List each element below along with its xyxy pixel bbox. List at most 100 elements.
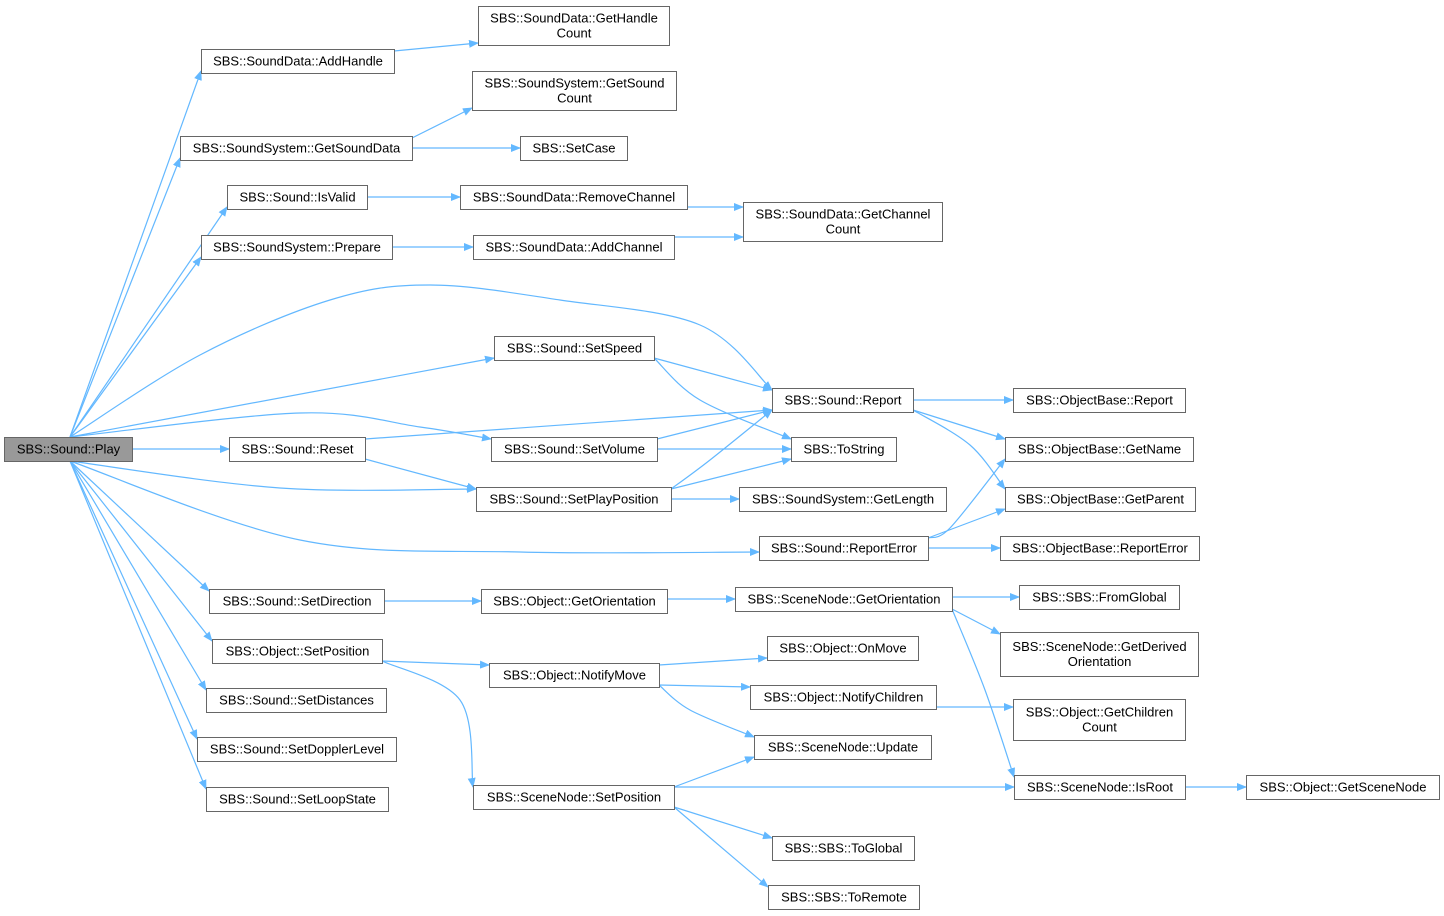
node-obj-set-position[interactable]: SBS::Object::SetPosition bbox=[212, 639, 383, 664]
node-get-name[interactable]: SBS::ObjectBase::GetName bbox=[1005, 437, 1194, 462]
node-ob-report[interactable]: SBS::ObjectBase::Report bbox=[1013, 388, 1186, 413]
node-notify-children[interactable]: SBS::Object::NotifyChildren bbox=[750, 685, 937, 710]
node-is-root[interactable]: SBS::SceneNode::IsRoot bbox=[1014, 775, 1186, 800]
node-label: SBS::Sound::Reset bbox=[241, 442, 353, 457]
node-set-doppler-level[interactable]: SBS::Sound::SetDopplerLevel bbox=[197, 737, 397, 762]
node-label: SBS::SoundData::AddHandle bbox=[213, 54, 383, 69]
node-box bbox=[201, 235, 393, 260]
node-to-global[interactable]: SBS::SBS::ToGlobal bbox=[772, 836, 915, 861]
edge-sn-set-position-to-sn-update bbox=[673, 756, 755, 788]
node-box bbox=[197, 737, 397, 762]
node-label: SBS::SBS::ToGlobal bbox=[785, 841, 903, 856]
nodes-layer: SBS::Sound::Play SBS::SoundData::AddHandl… bbox=[4, 6, 1440, 910]
node-sn-get-orientation[interactable]: SBS::SceneNode::GetOrientation bbox=[735, 587, 953, 612]
node-label: SBS::Object::GetChildren bbox=[1026, 705, 1173, 720]
node-add-channel[interactable]: SBS::SoundData::AddChannel bbox=[473, 235, 675, 260]
edge-notify-move-to-notify-children bbox=[658, 682, 751, 691]
node-label: Count bbox=[557, 91, 592, 106]
node-box bbox=[791, 437, 897, 462]
node-report[interactable]: SBS::Sound::Report bbox=[772, 388, 914, 413]
node-set-loop-state[interactable]: SBS::Sound::SetLoopState bbox=[206, 787, 389, 812]
node-box bbox=[739, 487, 947, 512]
node-label: SBS::SoundData::GetChannel bbox=[756, 207, 931, 222]
edge-play-to-report bbox=[69, 284, 773, 438]
node-set-speed[interactable]: SBS::Sound::SetSpeed bbox=[494, 336, 655, 361]
edge-obj-set-position-to-notify-move bbox=[381, 660, 490, 669]
edge-set-play-position-to-to-string bbox=[670, 457, 792, 490]
node-to-remote[interactable]: SBS::SBS::ToRemote bbox=[768, 885, 920, 910]
node-set-case[interactable]: SBS::SetCase bbox=[520, 136, 628, 161]
node-label: SBS::SoundSystem::Prepare bbox=[213, 240, 381, 255]
node-label: SBS::SoundData::AddChannel bbox=[485, 240, 662, 255]
node-box bbox=[206, 787, 389, 812]
edge-reset-to-report bbox=[364, 406, 773, 440]
node-set-distances[interactable]: SBS::Sound::SetDistances bbox=[206, 688, 387, 713]
edge-play-to-set-loop-state bbox=[69, 460, 207, 790]
node-label: SBS::Sound::Play bbox=[17, 442, 121, 457]
node-box bbox=[1000, 536, 1200, 561]
edge-play-to-set-doppler-level bbox=[69, 460, 198, 740]
node-box bbox=[735, 587, 953, 612]
node-box bbox=[1246, 775, 1440, 800]
node-play[interactable]: SBS::Sound::Play bbox=[4, 437, 133, 462]
edge-play-to-prepare bbox=[69, 256, 202, 438]
node-from-global[interactable]: SBS::SBS::FromGlobal bbox=[1019, 585, 1180, 610]
node-label: SBS::Sound::IsValid bbox=[239, 190, 355, 205]
node-label: SBS::Sound::SetDistances bbox=[219, 693, 374, 708]
edge-sn-get-orientation-to-get-derived-orientation bbox=[951, 608, 1001, 635]
edge-play-to-obj-set-position bbox=[69, 460, 213, 642]
node-set-volume[interactable]: SBS::Sound::SetVolume bbox=[491, 437, 658, 462]
node-label: SBS::Object::SetPosition bbox=[226, 644, 370, 659]
edge-play-to-set-volume bbox=[69, 412, 492, 442]
node-get-length[interactable]: SBS::SoundSystem::GetLength bbox=[739, 487, 947, 512]
node-set-direction[interactable]: SBS::Sound::SetDirection bbox=[209, 589, 385, 614]
node-add-handle[interactable]: SBS::SoundData::AddHandle bbox=[201, 49, 395, 74]
node-label: SBS::Sound::SetSpeed bbox=[507, 341, 642, 356]
node-get-sound-data[interactable]: SBS::SoundSystem::GetSoundData bbox=[180, 136, 413, 161]
node-label: SBS::ObjectBase::GetParent bbox=[1017, 492, 1184, 507]
node-box bbox=[1019, 585, 1180, 610]
node-label: Count bbox=[826, 222, 861, 237]
node-label: SBS::ToString bbox=[804, 442, 885, 457]
node-label: SBS::Sound::SetDirection bbox=[223, 594, 372, 609]
node-reset[interactable]: SBS::Sound::Reset bbox=[229, 437, 366, 462]
node-sn-set-position[interactable]: SBS::SceneNode::SetPosition bbox=[473, 785, 675, 810]
node-label: SBS::SceneNode::GetDerived bbox=[1012, 639, 1186, 654]
node-is-valid[interactable]: SBS::Sound::IsValid bbox=[227, 185, 368, 210]
node-ob-report-error[interactable]: SBS::ObjectBase::ReportError bbox=[1000, 536, 1200, 561]
node-box bbox=[473, 235, 675, 260]
edge-set-volume-to-report bbox=[656, 408, 773, 440]
edge-play-to-set-play-position bbox=[69, 460, 477, 493]
node-remove-channel[interactable]: SBS::SoundData::RemoveChannel bbox=[460, 185, 688, 210]
edge-add-handle-to-get-handle-count bbox=[393, 39, 479, 52]
node-notify-move[interactable]: SBS::Object::NotifyMove bbox=[489, 663, 660, 688]
node-box bbox=[206, 688, 387, 713]
node-box bbox=[1000, 632, 1199, 677]
node-label: SBS::Object::NotifyChildren bbox=[764, 690, 924, 705]
node-box bbox=[754, 735, 932, 760]
node-get-parent[interactable]: SBS::ObjectBase::GetParent bbox=[1005, 487, 1196, 512]
edge-get-sound-data-to-get-sound-count bbox=[411, 107, 473, 139]
node-box bbox=[227, 185, 368, 210]
node-to-string[interactable]: SBS::ToString bbox=[791, 437, 897, 462]
node-report-error[interactable]: SBS::Sound::ReportError bbox=[759, 536, 929, 561]
node-label: SBS::SceneNode::GetOrientation bbox=[748, 592, 941, 607]
node-sn-update[interactable]: SBS::SceneNode::Update bbox=[754, 735, 932, 760]
node-label: SBS::SceneNode::SetPosition bbox=[487, 790, 661, 805]
node-label: SBS::SBS::ToRemote bbox=[781, 890, 907, 905]
node-prepare[interactable]: SBS::SoundSystem::Prepare bbox=[201, 235, 393, 260]
edge-play-to-set-distances bbox=[69, 460, 207, 691]
node-set-play-position[interactable]: SBS::Sound::SetPlayPosition bbox=[476, 487, 672, 512]
node-box bbox=[201, 49, 395, 74]
node-get-scene-node[interactable]: SBS::Object::GetSceneNode bbox=[1246, 775, 1440, 800]
node-on-move[interactable]: SBS::Object::OnMove bbox=[767, 636, 919, 661]
node-box bbox=[212, 639, 383, 664]
edge-set-speed-to-to-string bbox=[653, 357, 792, 440]
node-obj-get-orientation[interactable]: SBS::Object::GetOrientation bbox=[481, 589, 668, 614]
